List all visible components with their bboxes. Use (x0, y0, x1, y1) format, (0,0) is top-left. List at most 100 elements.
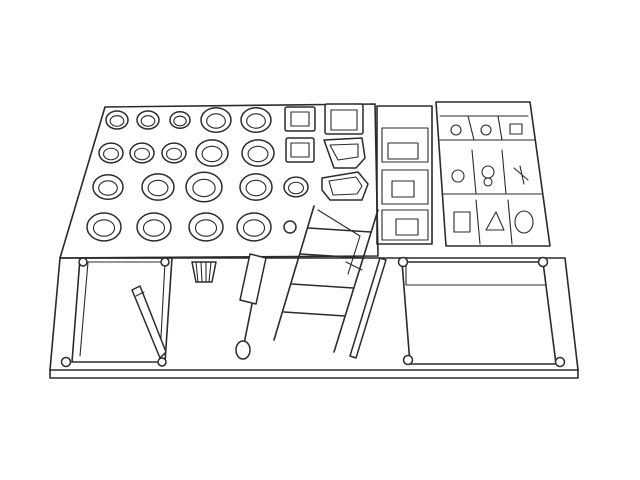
organizer-divider (467, 115, 475, 141)
small-part (514, 210, 534, 234)
rack-rung (299, 253, 364, 259)
square-cup-inner (290, 142, 310, 158)
organizer-divider (475, 199, 481, 245)
rack-rung (291, 283, 354, 289)
square-cup-large (324, 103, 364, 135)
compartment-slot (381, 209, 429, 241)
round-cup (236, 212, 272, 242)
peg (554, 356, 566, 368)
rack-rail-right (333, 209, 379, 353)
round-cup-inner (103, 147, 119, 161)
hex-cup-inner (328, 176, 363, 196)
compartment-slot-inner (391, 180, 415, 198)
round-cup (185, 171, 223, 203)
round-cup (239, 173, 273, 201)
organizer-outline (435, 101, 551, 247)
small-part (480, 124, 492, 136)
small-part (450, 124, 462, 136)
round-cup (141, 173, 175, 201)
peg (402, 354, 414, 366)
round-cup-inner (166, 147, 182, 161)
small-part (509, 123, 523, 135)
pen-cap-line (135, 291, 145, 297)
peg (160, 257, 170, 267)
middle-compartment-column (376, 105, 433, 245)
round-cup-inner (206, 113, 226, 129)
small-disc (283, 220, 297, 234)
rack-wire (345, 261, 363, 271)
small-part (453, 211, 471, 233)
small-part (483, 177, 493, 187)
hex-cup-inner (329, 143, 359, 161)
organizer-divider (507, 199, 513, 245)
stick-body (349, 257, 387, 359)
round-cup-inner (134, 147, 150, 161)
round-cups-grid (86, 106, 309, 242)
round-cup-inner (242, 219, 266, 237)
round-cup (241, 139, 275, 167)
round-cup (92, 173, 124, 201)
knife-handle (243, 303, 253, 345)
rack-rung (283, 311, 346, 317)
right-bin (401, 261, 557, 365)
wire-rack (273, 205, 379, 353)
round-cup-inner (192, 178, 216, 198)
pen-body (131, 285, 167, 359)
round-cup-inner (246, 113, 266, 129)
organizer-divider (497, 115, 503, 141)
brush (191, 261, 217, 283)
brush-bristles (195, 261, 212, 283)
compartment-frame (376, 105, 433, 245)
round-cup (200, 106, 232, 134)
tray-front-edge (49, 369, 579, 379)
compartment-slot (381, 127, 429, 163)
compartment-slot-inner (387, 142, 419, 160)
round-cup-inner (92, 219, 116, 237)
round-cup-inner (194, 219, 218, 237)
left-bin-inner-side (79, 261, 89, 357)
tray-left-edge (59, 106, 106, 259)
stick (349, 257, 387, 359)
peg (537, 256, 549, 268)
rack-wire (317, 209, 361, 275)
main-tray (49, 103, 579, 379)
organizer-divider (471, 149, 477, 195)
small-part (481, 165, 495, 179)
round-cup-inner (173, 115, 187, 127)
peg (60, 356, 72, 368)
square-cup-inner (330, 109, 358, 131)
hex-cup (321, 171, 369, 201)
square-cups (284, 103, 369, 201)
compartment-slot (381, 169, 429, 205)
round-cup (136, 212, 172, 242)
round-cup-inner (247, 145, 269, 163)
small-part (485, 211, 505, 231)
peg (157, 357, 167, 367)
square-cup (284, 106, 316, 132)
knife-tip (235, 340, 251, 360)
round-cup (86, 212, 122, 242)
organizer-divider (501, 149, 507, 195)
small-part (451, 169, 465, 183)
peg (78, 257, 88, 267)
round-cup-inner (147, 179, 169, 197)
round-cup (188, 212, 224, 242)
right-bin-outline (401, 261, 557, 365)
palette-knife (235, 253, 267, 360)
hex-cup (323, 137, 366, 169)
round-cup-inner (98, 180, 118, 196)
brush-head (191, 261, 217, 283)
round-cup (195, 139, 229, 167)
pen (131, 285, 167, 359)
right-organizer-box (435, 101, 551, 247)
corner-pegs (60, 256, 566, 368)
round-cup-inner (109, 115, 125, 127)
square-cup (285, 137, 315, 163)
rack-rung (307, 227, 372, 233)
round-cup-inner (288, 181, 304, 195)
round-cup-inner (142, 219, 166, 237)
compartment-slot-inner (395, 218, 419, 236)
round-cup (240, 106, 272, 134)
